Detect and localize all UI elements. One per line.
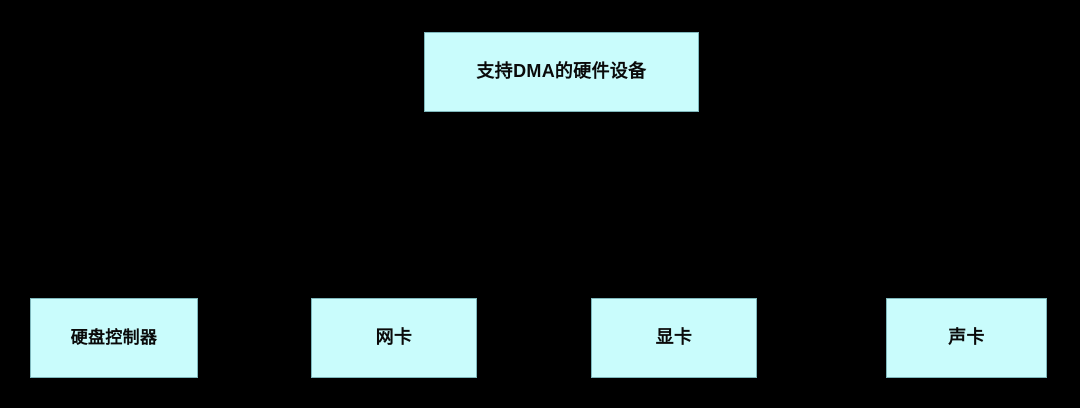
node-root-dma-hardware[interactable]: 支持DMA的硬件设备 xyxy=(424,32,699,112)
node-root-label: 支持DMA的硬件设备 xyxy=(476,61,647,82)
node-network-card[interactable]: 网卡 xyxy=(311,298,477,378)
node-graphics-card[interactable]: 显卡 xyxy=(591,298,757,378)
node-graphics-card-label: 显卡 xyxy=(655,327,693,348)
node-sound-card[interactable]: 声卡 xyxy=(886,298,1047,378)
node-disk-controller[interactable]: 硬盘控制器 xyxy=(30,298,198,378)
node-disk-controller-label: 硬盘控制器 xyxy=(70,327,158,347)
node-network-card-label: 网卡 xyxy=(375,327,413,348)
node-sound-card-label: 声卡 xyxy=(948,327,985,348)
